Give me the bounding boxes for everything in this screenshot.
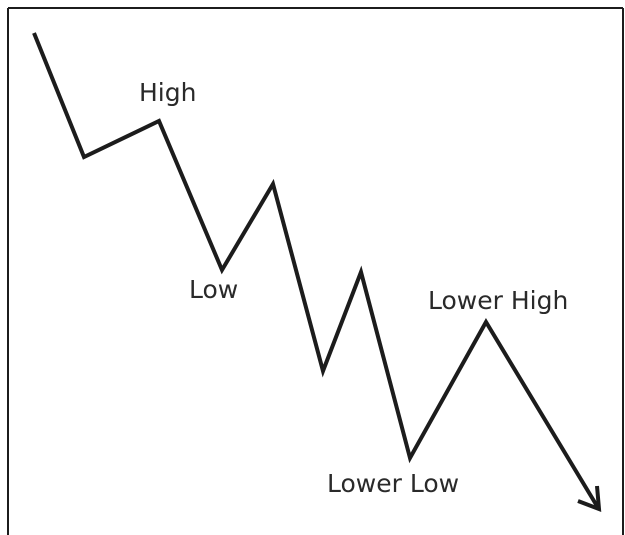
label-high: High <box>139 78 196 107</box>
price-path <box>32 32 599 508</box>
arrow-head-icon <box>577 485 602 513</box>
label-low: Low <box>189 275 238 304</box>
label-lower-high: Lower High <box>428 286 568 315</box>
label-lower-low: Lower Low <box>327 469 459 498</box>
